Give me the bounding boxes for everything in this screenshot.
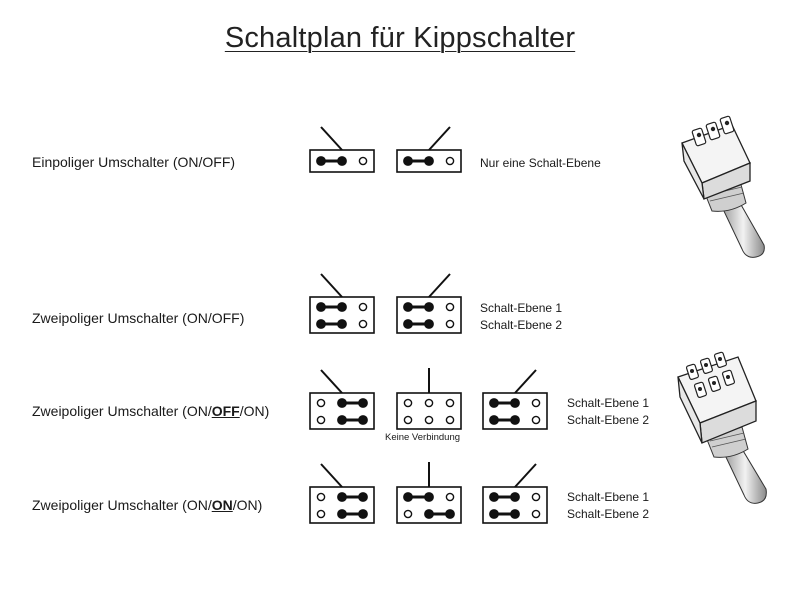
- terminal-open: [445, 302, 455, 312]
- row-3-center-note: Keine Verbindung: [385, 432, 461, 443]
- terminal-open: [445, 415, 455, 425]
- switch-housing: [396, 149, 462, 173]
- single-pole-toggle-switch-image: [681, 115, 765, 258]
- switch-housing: [396, 296, 462, 334]
- switch-housing: [396, 486, 462, 524]
- row-4-switch-1: [309, 463, 375, 524]
- terminal-connected: [510, 415, 520, 425]
- terminal-connected: [489, 492, 499, 502]
- switch-housing: [396, 392, 462, 430]
- row-4-label: Zweipoliger Umschalter (ON/ON/ON): [32, 497, 263, 513]
- switch-housing: [309, 149, 375, 173]
- switch-housing: [482, 392, 548, 430]
- terminal-connected: [358, 415, 368, 425]
- row-4-switch-3: [482, 463, 548, 524]
- row-1-switch-2: [396, 126, 462, 173]
- terminal-open: [531, 415, 541, 425]
- row-1-note: Nur eine Schalt-Ebene: [480, 156, 601, 170]
- terminal-connected: [510, 398, 520, 408]
- terminal-connected: [337, 492, 347, 502]
- terminal-connected: [489, 415, 499, 425]
- terminal-open: [316, 398, 326, 408]
- terminal-connected: [424, 302, 434, 312]
- row-4-note-2: Schalt-Ebene 2: [567, 507, 650, 521]
- row-3-label: Zweipoliger Umschalter (ON/OFF/ON): [32, 403, 270, 419]
- switch-lever: [320, 126, 343, 151]
- row-2-note-2: Schalt-Ebene 2: [480, 318, 563, 332]
- terminal-connected: [403, 302, 413, 312]
- terminal-connected: [337, 509, 347, 519]
- row-3-switch-1: [309, 369, 375, 430]
- terminal-connected: [337, 319, 347, 329]
- terminal-open: [403, 398, 413, 408]
- terminal-connected: [489, 398, 499, 408]
- switch-lever: [428, 126, 451, 151]
- terminal-open: [445, 398, 455, 408]
- terminal-open: [424, 398, 434, 408]
- row-2-label: Zweipoliger Umschalter (ON/OFF): [32, 310, 245, 326]
- row-2-note-1: Schalt-Ebene 1: [480, 301, 563, 315]
- terminal-open: [445, 156, 455, 166]
- terminal-connected: [337, 415, 347, 425]
- double-pole-toggle-switch-image: [677, 351, 767, 504]
- switch-lever: [320, 369, 343, 394]
- terminal-open: [445, 492, 455, 502]
- switch-lever: [514, 369, 537, 394]
- terminal-open: [316, 415, 326, 425]
- row-2-switch-2: [396, 273, 462, 334]
- row-3-note-1: Schalt-Ebene 1: [567, 396, 650, 410]
- terminal-connected: [316, 302, 326, 312]
- switch-housing: [309, 392, 375, 430]
- terminal-connected: [424, 509, 434, 519]
- switch-lever: [320, 463, 343, 488]
- row-4-switch-2: [396, 462, 462, 524]
- row-3-switch-2: [396, 368, 462, 430]
- row-4-note-1: Schalt-Ebene 1: [567, 490, 650, 504]
- switch-housing: [309, 296, 375, 334]
- switch-lever: [320, 273, 343, 298]
- row-3-switch-3: [482, 369, 548, 430]
- terminal-connected: [424, 492, 434, 502]
- terminal-connected: [337, 398, 347, 408]
- terminal-open: [403, 415, 413, 425]
- terminal-open: [358, 319, 368, 329]
- terminal-connected: [510, 492, 520, 502]
- terminal-connected: [358, 398, 368, 408]
- terminal-open: [424, 415, 434, 425]
- terminal-open: [531, 398, 541, 408]
- switch-housing: [482, 486, 548, 524]
- terminal-open: [445, 319, 455, 329]
- switch-lever: [428, 273, 451, 298]
- diagram-title: Schaltplan für Kippschalter: [224, 22, 576, 54]
- terminal-open: [403, 509, 413, 519]
- terminal-connected: [403, 156, 413, 166]
- switch-housing: [309, 486, 375, 524]
- terminal-connected: [424, 156, 434, 166]
- terminal-connected: [510, 509, 520, 519]
- row-3-note-2: Schalt-Ebene 2: [567, 413, 650, 427]
- terminal-connected: [403, 319, 413, 329]
- terminal-connected: [316, 156, 326, 166]
- terminal-open: [316, 509, 326, 519]
- row-1-label: Einpoliger Umschalter (ON/OFF): [32, 154, 236, 170]
- terminal-connected: [489, 509, 499, 519]
- row-1-switch-1: [309, 126, 375, 173]
- terminal-connected: [358, 509, 368, 519]
- terminal-connected: [424, 319, 434, 329]
- terminal-connected: [358, 492, 368, 502]
- terminal-open: [531, 492, 541, 502]
- terminal-open: [358, 302, 368, 312]
- switch-lever: [514, 463, 537, 488]
- row-2-switch-1: [309, 273, 375, 334]
- terminal-open: [358, 156, 368, 166]
- terminal-connected: [337, 156, 347, 166]
- terminal-open: [316, 492, 326, 502]
- terminal-connected: [403, 492, 413, 502]
- terminal-connected: [316, 319, 326, 329]
- terminal-open: [531, 509, 541, 519]
- terminal-connected: [337, 302, 347, 312]
- terminal-connected: [445, 509, 455, 519]
